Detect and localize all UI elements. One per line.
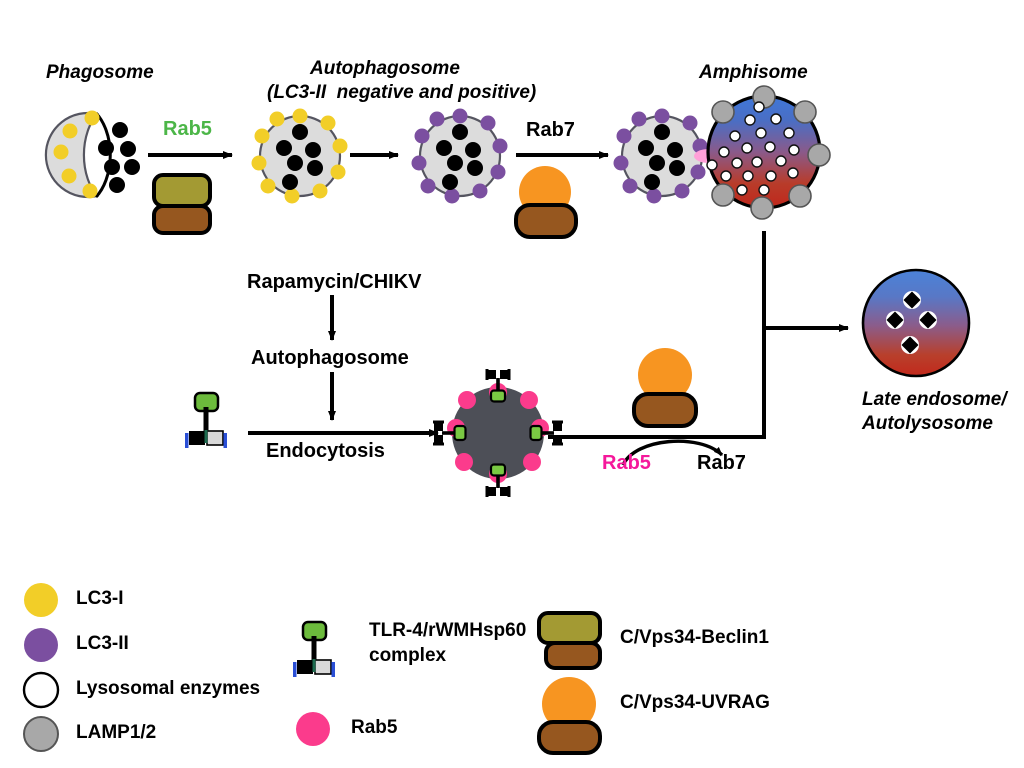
legend-label-lysosomal-enzymes: Lysosomal enzymes <box>76 678 261 699</box>
legend-label-rab5: Rab5 <box>351 717 398 738</box>
legend-marker-lysosomal-enzymes <box>22 671 60 709</box>
legend-marker-lamp <box>23 716 59 752</box>
legend-marker-cvps34-beclin1 <box>537 611 602 670</box>
late-endosome-label-line1: Late endosome/ <box>862 389 1007 410</box>
amphisome-autophagosome-part <box>613 108 708 204</box>
legend-label-cvps34-uvrag: C/Vps34-UVRAG <box>620 692 770 713</box>
cvps34-beclin1-complex-top <box>152 173 212 235</box>
phagosome-vesicle <box>44 110 140 199</box>
legend-label-cvps34-beclin1: C/Vps34-Beclin1 <box>620 627 769 648</box>
legend-label-tlr4-line1: TLR-4/rWMHsp60 <box>369 620 527 641</box>
late-endosome-autolysosome <box>861 268 971 378</box>
autophagosome-subtitle-label: (LC3-II negative and positive) <box>267 82 537 103</box>
autophagosome-lc3ii-positive <box>411 108 508 204</box>
legend-marker-lc3-i <box>24 583 58 617</box>
rapamycin-chikv-label: Rapamycin/CHIKV <box>247 271 422 293</box>
cvps34-uvrag-complex-bottom <box>632 348 698 428</box>
legend-label-lamp: LAMP1/2 <box>76 722 157 743</box>
autophagosome-title-label: Autophagosome <box>310 58 460 79</box>
legend-label-lc3-ii: LC3-II <box>76 633 129 654</box>
legend-marker-cvps34-uvrag <box>537 677 602 755</box>
amphisome-label: Amphisome <box>699 62 808 83</box>
autophagosome-mid-label: Autophagosome <box>251 347 409 369</box>
rab7-top-label: Rab7 <box>526 119 575 141</box>
legend-marker-tlr4-icon <box>291 620 337 679</box>
autophagosome-lc3ii-negative <box>251 108 348 204</box>
late-endosome-label-line2: Autolysosome <box>862 413 993 434</box>
tlr4-receptor-icon <box>183 391 229 450</box>
phagosome-label: Phagosome <box>46 62 154 83</box>
cvps34-uvrag-complex-top <box>514 166 578 239</box>
rab5-top-label: Rab5 <box>163 118 212 140</box>
legend-label-tlr4-line2: complex <box>369 645 447 666</box>
rab7-bottom-label: Rab7 <box>697 452 746 474</box>
endocytosis-label: Endocytosis <box>266 440 385 462</box>
amphisome-lysosome-part <box>706 85 831 220</box>
arrow-rab5-to-rab7-curve <box>621 439 724 466</box>
legend-marker-rab5 <box>296 712 330 746</box>
endosome-with-tlr4 <box>431 367 565 499</box>
legend-marker-lc3-ii <box>24 628 58 662</box>
rab5-bottom-label: Rab5 <box>602 452 651 474</box>
legend-graphics <box>22 583 602 755</box>
legend-label-lc3-i: LC3-I <box>76 588 124 609</box>
